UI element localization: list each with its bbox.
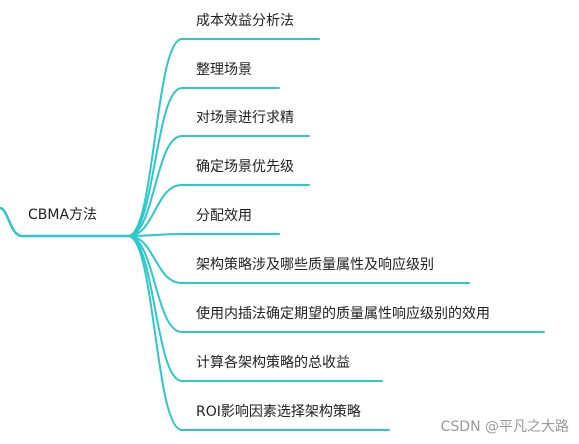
branch-node-label[interactable]: 对场景进行求精 bbox=[196, 110, 294, 126]
branch-node-label[interactable]: 架构策略涉及哪些质量属性及响应级别 bbox=[196, 257, 434, 273]
root-underline bbox=[0, 206, 134, 238]
branch-node-label[interactable]: 使用内插法确定期望的质量属性响应级别的效用 bbox=[196, 306, 490, 322]
branch-node-label[interactable]: 整理场景 bbox=[196, 62, 252, 78]
branch-connector bbox=[127, 135, 310, 237]
branch-connector bbox=[127, 235, 390, 431]
branch-node-label[interactable]: 分配效用 bbox=[196, 208, 252, 224]
branch-connector bbox=[127, 235, 383, 382]
branch-connector bbox=[127, 38, 320, 237]
branch-node-label[interactable]: 成本效益分析法 bbox=[196, 13, 294, 29]
branch-connector bbox=[127, 184, 310, 237]
branch-node-label[interactable]: ROI影响因素选择架构策略 bbox=[196, 404, 361, 420]
branch-connector bbox=[127, 233, 280, 237]
branch-connector bbox=[127, 235, 545, 333]
root-node-label[interactable]: CBMA方法 bbox=[28, 207, 98, 223]
branch-node-label[interactable]: 计算各架构策略的总收益 bbox=[196, 355, 350, 371]
branch-connector bbox=[127, 235, 470, 284]
branch-node-label[interactable]: 确定场景优先级 bbox=[196, 159, 294, 175]
watermark: CSDN @平凡之大路 bbox=[440, 419, 569, 435]
branch-connector bbox=[127, 87, 280, 237]
